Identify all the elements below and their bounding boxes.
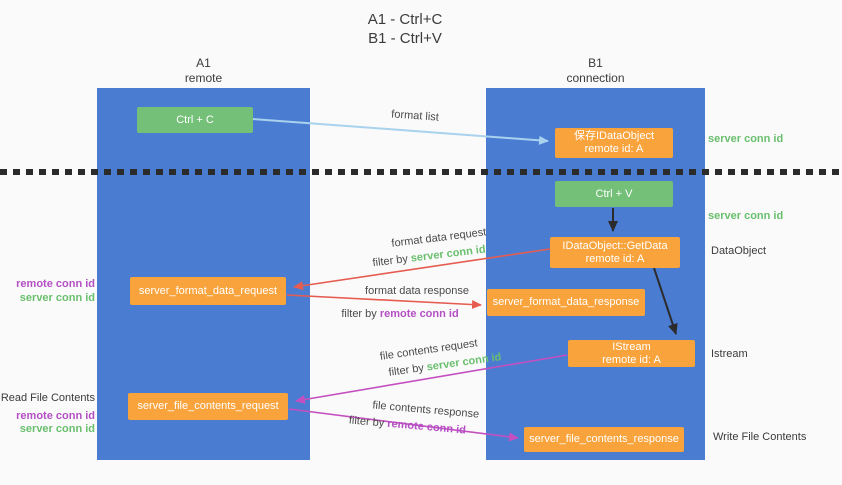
column-b1-role: connection bbox=[566, 71, 625, 85]
node-save-idataobject: 保存IDataObject remote id: A bbox=[555, 128, 673, 158]
label-write-file-contents: Write File Contents bbox=[713, 431, 807, 443]
label-read-file-contents: Read File Contents bbox=[0, 392, 95, 404]
column-header-a1: A1 remote bbox=[97, 56, 310, 86]
filter-value-server-conn-id-1: server conn id bbox=[410, 243, 487, 265]
filter-by-text-3: filter by bbox=[387, 361, 428, 379]
label-server-conn-id-mid-right: server conn id bbox=[708, 210, 784, 222]
node-ctrl-c: Ctrl + C bbox=[137, 107, 253, 133]
node-save-idataobject-line1: 保存IDataObject bbox=[573, 130, 655, 142]
node-server-format-data-request: server_format_data_request bbox=[130, 277, 286, 305]
column-header-b1: B1 connection bbox=[486, 56, 705, 86]
node-file-response-label: server_file_contents_response bbox=[529, 433, 679, 445]
node-server-file-contents-request: server_file_contents_request bbox=[128, 393, 288, 420]
arrow-label-format-data-response: format data response bbox=[365, 285, 469, 297]
label-server-conn-id-left-2: server conn id bbox=[19, 423, 95, 435]
node-ctrl-c-label: Ctrl + C bbox=[176, 113, 214, 126]
node-idataobject-getdata: IDataObject::GetData remote id: A bbox=[550, 237, 680, 268]
node-istream-line1: IStream bbox=[612, 340, 651, 353]
label-istream: Istream bbox=[711, 348, 748, 360]
filter-by-text-1: filter by bbox=[371, 252, 412, 270]
label-dataobject: DataObject bbox=[711, 245, 767, 257]
label-remote-conn-id-left-2: remote conn id bbox=[16, 410, 95, 422]
node-save-idataobject-line2: remote id: A bbox=[584, 143, 644, 155]
column-a1-role: remote bbox=[184, 71, 223, 85]
node-format-request-label: server_format_data_request bbox=[138, 284, 278, 297]
filter-by-text-2: filter by bbox=[341, 308, 380, 320]
node-ctrl-v: Ctrl + V bbox=[555, 181, 673, 207]
label-remote-conn-id-left-1: remote conn id bbox=[16, 278, 95, 290]
node-file-request-label: server_file_contents_request bbox=[137, 400, 279, 412]
phase-divider-dashed-line bbox=[0, 169, 842, 175]
node-server-file-contents-response: server_file_contents_response bbox=[524, 427, 684, 452]
label-server-conn-id-left-1: server conn id bbox=[19, 292, 95, 304]
node-getdata-line2: remote id: A bbox=[585, 252, 645, 265]
node-format-response-label: server_format_data_response bbox=[492, 296, 640, 308]
column-a1-name: A1 bbox=[196, 56, 211, 70]
node-ctrl-v-label: Ctrl + V bbox=[595, 187, 633, 200]
filter-value-remote-conn-id-4: remote conn id bbox=[386, 417, 467, 437]
arrow-label-format-list: format list bbox=[390, 108, 440, 124]
node-server-format-data-response: server_format_data_response bbox=[487, 289, 645, 316]
filter-value-remote-conn-id-2: remote conn id bbox=[379, 308, 459, 320]
filter-by-text-4: filter by bbox=[348, 414, 388, 430]
diagram-title: A1 - Ctrl+C B1 - Ctrl+V bbox=[0, 10, 810, 48]
node-istream: IStream remote id: A bbox=[568, 340, 695, 367]
column-b1-name: B1 bbox=[588, 56, 603, 70]
node-getdata-line1: IDataObject::GetData bbox=[562, 239, 668, 252]
label-server-conn-id-top-right: server conn id bbox=[708, 133, 784, 145]
title-line-1: A1 - Ctrl+C bbox=[367, 11, 443, 28]
node-istream-line2: remote id: A bbox=[602, 353, 661, 366]
filter-line-2: filter by remote conn id bbox=[320, 306, 480, 323]
title-line-2: B1 - Ctrl+V bbox=[368, 30, 442, 47]
